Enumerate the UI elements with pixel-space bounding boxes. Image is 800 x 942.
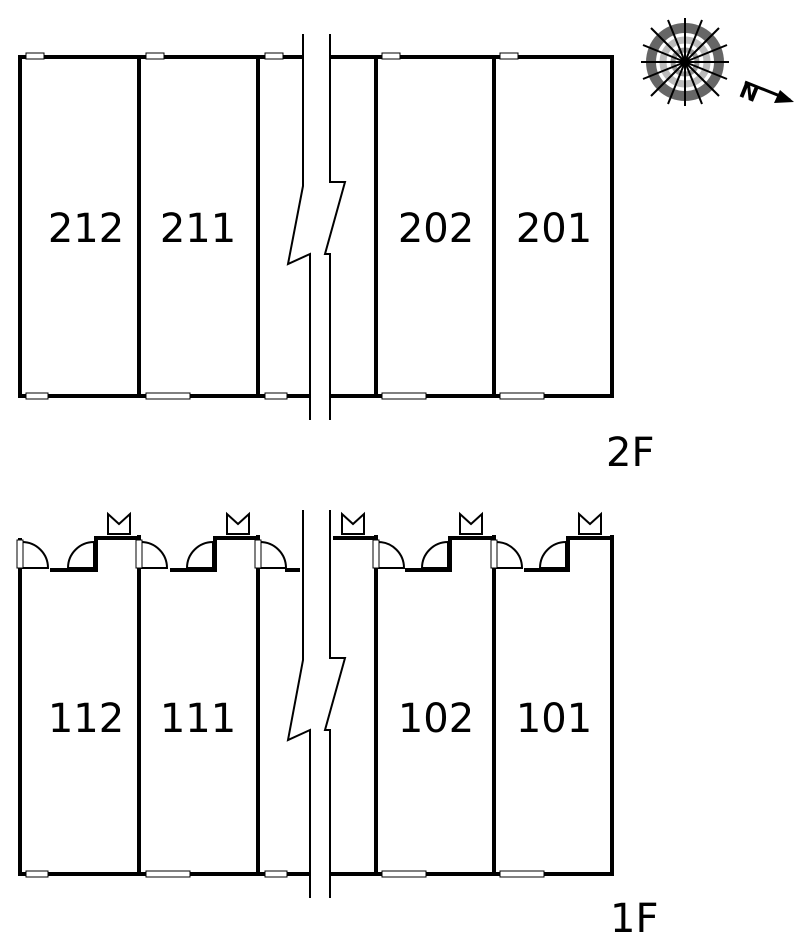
unit-label-112: 112 [48, 696, 124, 742]
unit-label-202: 202 [398, 206, 474, 252]
floor-label-1f: 1F [610, 896, 658, 942]
compass-north-label: N [735, 78, 761, 108]
unit-label-111: 111 [160, 696, 236, 742]
unit-label-102: 102 [398, 696, 474, 742]
floor-label-2f: 2F [606, 430, 654, 476]
north-arrow-icon [744, 80, 794, 103]
floor-2f-plan: 212 211 202 201 2F [18, 34, 654, 476]
door-icon [107, 511, 602, 535]
unit-label-212: 212 [48, 206, 124, 252]
unit-label-101: 101 [516, 696, 592, 742]
floor-1f-plan: 112 111 102 101 1F [16, 510, 658, 942]
unit-label-201: 201 [516, 206, 592, 252]
unit-label-211: 211 [160, 206, 236, 252]
compass-icon: N [641, 18, 794, 108]
